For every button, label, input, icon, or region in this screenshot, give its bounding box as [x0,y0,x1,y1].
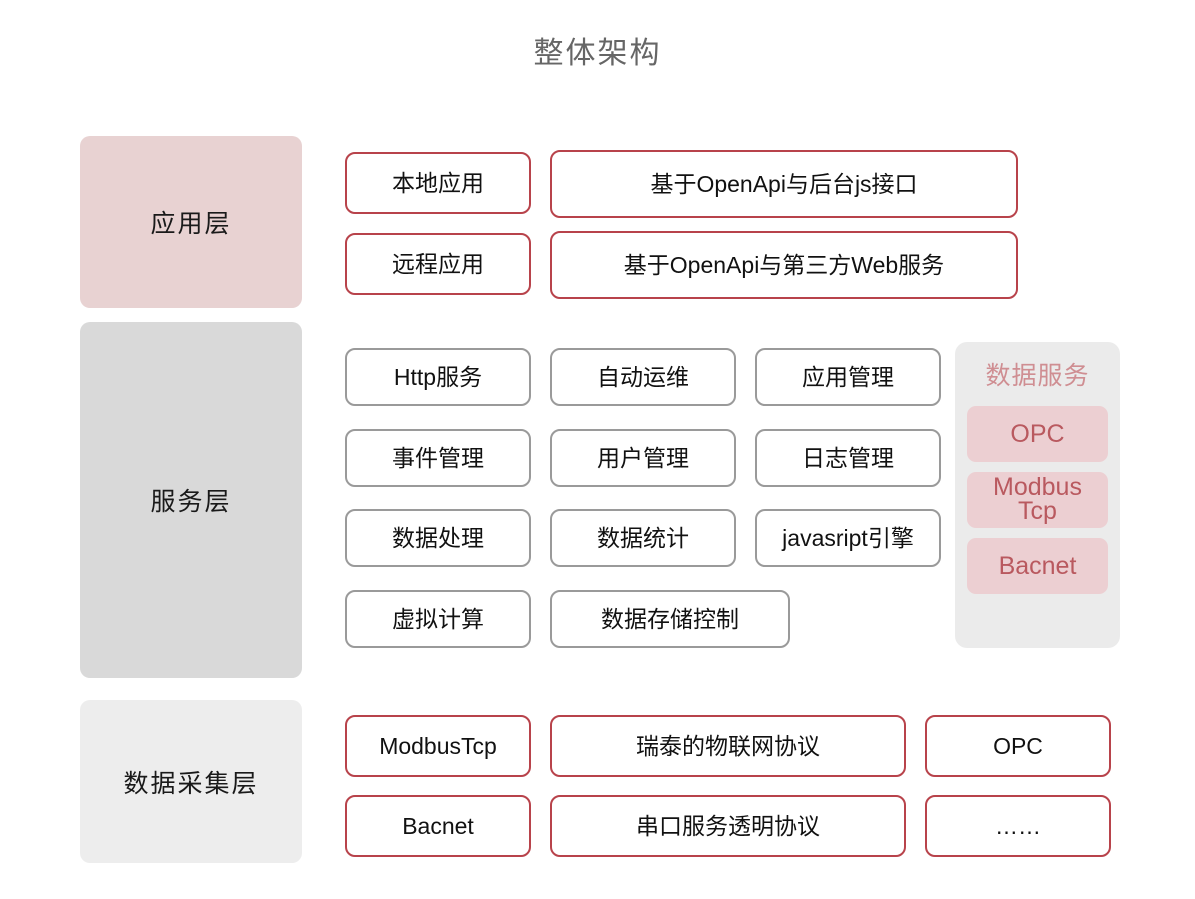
layer-label-service: 服务层 [80,322,302,678]
app-box-openapi-backend-js[interactable]: 基于OpenApi与后台js接口 [550,150,1018,218]
service-box-user-management[interactable]: 用户管理 [550,429,736,487]
app-box-local-application[interactable]: 本地应用 [345,152,531,214]
service-box-app-management[interactable]: 应用管理 [755,348,941,406]
data-service-chip-modbustcp-line2: Tcp [1018,497,1057,525]
app-box-openapi-thirdparty-web[interactable]: 基于OpenApi与第三方Web服务 [550,231,1018,299]
data-service-chip-modbustcp[interactable]: Modbus Tcp [967,472,1108,528]
data-service-chip-opc[interactable]: OPC [967,406,1108,462]
data-service-chip-bacnet[interactable]: Bacnet [967,538,1108,594]
data-service-title: 数据服务 [985,362,1090,390]
service-box-log-management[interactable]: 日志管理 [755,429,941,487]
service-box-data-statistics[interactable]: 数据统计 [550,509,736,567]
layer-label-application: 应用层 [80,136,302,308]
data-service-panel: 数据服务 OPC Modbus Tcp Bacnet [955,342,1120,648]
service-box-data-storage-control[interactable]: 数据存储控制 [550,590,790,648]
collection-box-opc[interactable]: OPC [925,715,1111,777]
service-box-event-management[interactable]: 事件管理 [345,429,531,487]
service-box-auto-ops[interactable]: 自动运维 [550,348,736,406]
app-box-remote-application[interactable]: 远程应用 [345,233,531,295]
service-box-virtual-computation[interactable]: 虚拟计算 [345,590,531,648]
collection-box-modbustcp[interactable]: ModbusTcp [345,715,531,777]
collection-box-bacnet[interactable]: Bacnet [345,795,531,857]
collection-box-ruitai-iot-protocol[interactable]: 瑞泰的物联网协议 [550,715,906,777]
service-box-http-service[interactable]: Http服务 [345,348,531,406]
layer-label-collection: 数据采集层 [80,700,302,863]
service-box-javascript-engine[interactable]: javasript引擎 [755,509,941,567]
collection-box-more[interactable]: …… [925,795,1111,857]
service-box-data-processing[interactable]: 数据处理 [345,509,531,567]
page-title: 整体架构 [533,37,662,70]
collection-box-serial-transparent-protocol[interactable]: 串口服务透明协议 [550,795,906,857]
data-service-chip-modbustcp-line1: Modbus [993,473,1082,502]
